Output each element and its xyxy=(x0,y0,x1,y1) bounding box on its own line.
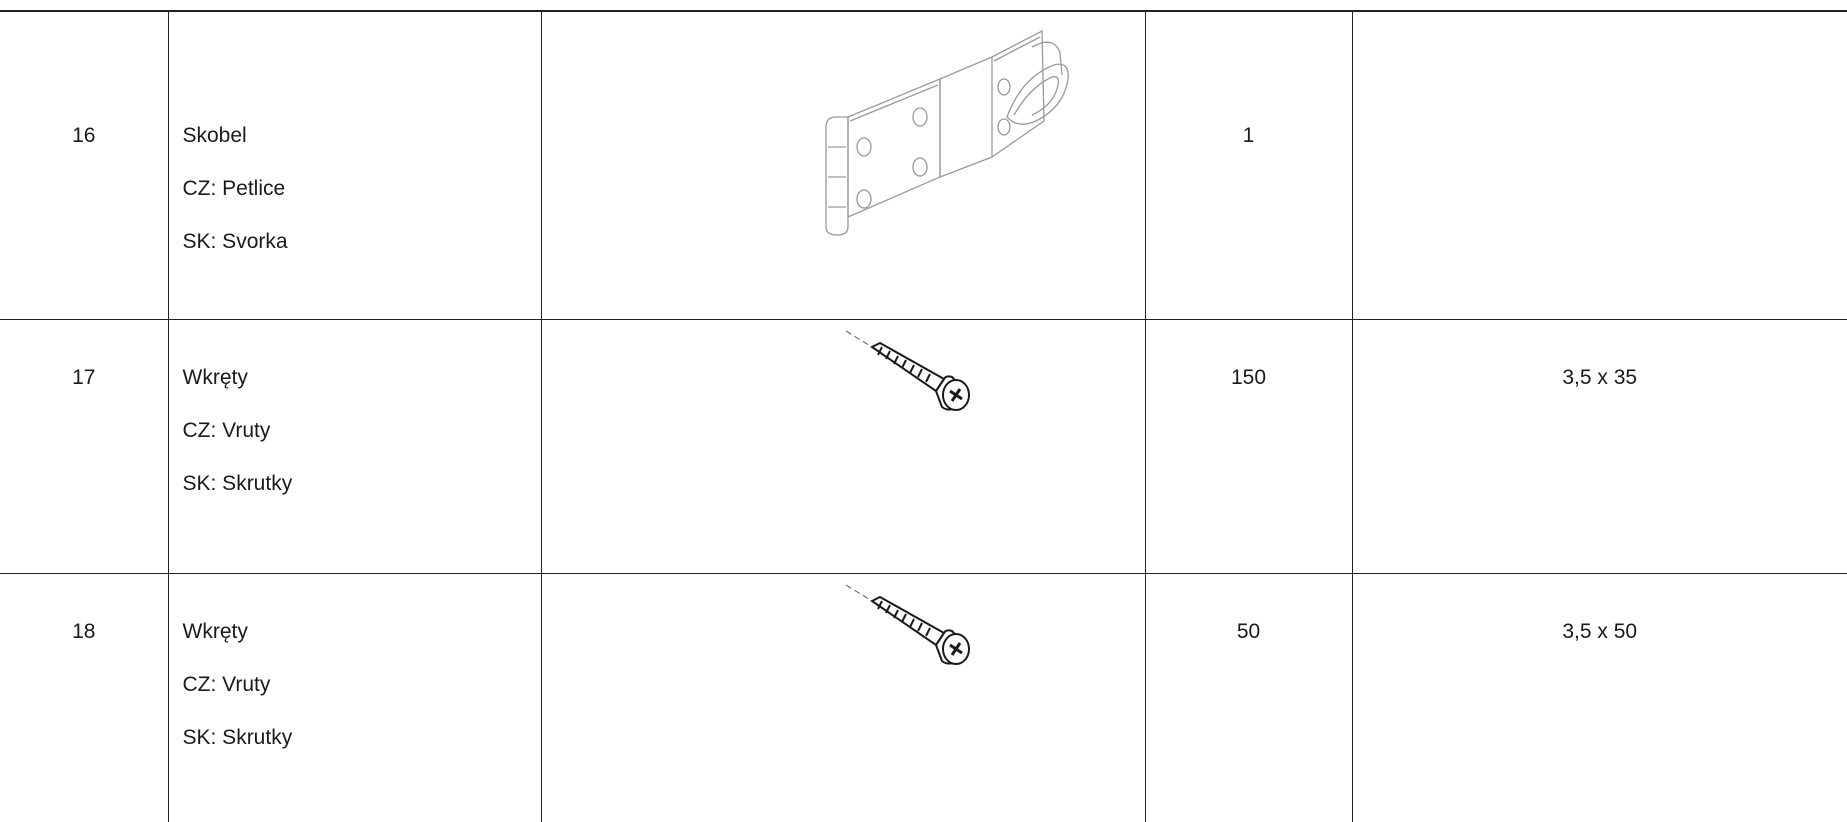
screw-icon xyxy=(845,584,970,665)
table-row: 17 Wkręty CZ: Vruty SK: Skrutky 150 3,5 … xyxy=(0,318,1847,574)
part-name-sk: SK: Skrutky xyxy=(182,471,293,495)
part-name-pl: Wkręty xyxy=(182,365,248,389)
part-name-pl: Skobel xyxy=(182,124,247,147)
screw-icon xyxy=(845,330,970,411)
part-name-cell: Wkręty CZ: Vruty SK: Skrutky xyxy=(167,572,542,822)
table-row: 18 Wkręty CZ: Vruty SK: Skrutky 50 3,5 x… xyxy=(0,572,1847,822)
table-row: 16 Skobel CZ: Petlice SK: Svorka xyxy=(0,10,1847,320)
part-name-cell: Wkręty CZ: Vruty SK: Skrutky xyxy=(167,318,542,574)
part-name-cz: CZ: Vruty xyxy=(182,418,271,442)
part-quantity: 150 xyxy=(1144,318,1353,574)
part-name-pl: Wkręty xyxy=(182,619,248,643)
part-number: 17 xyxy=(0,318,169,574)
part-quantity: 1 xyxy=(1144,10,1353,320)
hasp-icon xyxy=(824,29,1069,236)
part-number: 18 xyxy=(0,572,169,822)
parts-table: 16 Skobel CZ: Petlice SK: Svorka xyxy=(0,10,1847,822)
part-name-cell: Skobel CZ: Petlice SK: Svorka xyxy=(167,10,542,320)
part-image-cell xyxy=(540,10,1146,320)
part-quantity: 50 xyxy=(1144,572,1353,822)
part-number: 16 xyxy=(0,10,169,320)
part-dimensions xyxy=(1351,10,1847,320)
part-image-cell xyxy=(540,572,1146,822)
part-name-sk: SK: Skrutky xyxy=(182,725,293,749)
part-image-cell xyxy=(540,318,1146,574)
part-name-cz: CZ: Vruty xyxy=(182,672,271,696)
part-dimensions: 3,5 x 35 xyxy=(1351,318,1847,574)
part-dimensions: 3,5 x 50 xyxy=(1351,572,1847,822)
part-name-cz: CZ: Petlice xyxy=(182,177,286,200)
part-name-sk: SK: Svorka xyxy=(182,230,288,253)
